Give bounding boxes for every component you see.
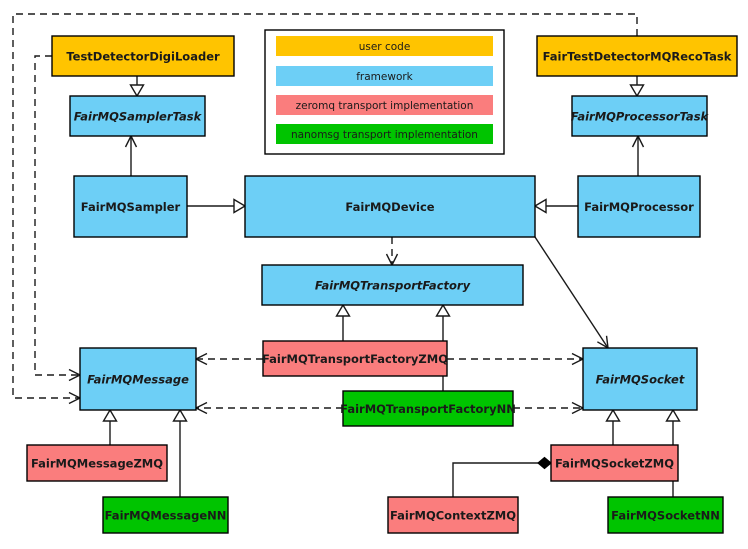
legend-layer: user code framework zeromq transport imple… [264,29,505,155]
class-node-FairMQContextZMQ[interactable]: FairMQContextZMQ [387,496,519,534]
class-node-label: FairMQMessage [87,373,189,387]
edge-tfzmq-message [194,352,263,366]
edge-socketzmq-contextzmq [452,456,552,497]
class-node-label: FairMQTransportFactoryZMQ [262,352,448,366]
class-node-label: FairMQDevice [345,200,434,214]
class-node-FairMQSampler[interactable]: FairMQSampler [73,175,188,238]
class-node-FairMQDevice[interactable]: FairMQDevice [244,175,536,238]
legend-item-label: zeromq transport implementation [296,100,474,112]
class-node-FairTestDetectorMQRecoTask[interactable]: FairTestDetectorMQRecoTask [536,35,738,77]
class-node-FairMQProcessorTask[interactable]: FairMQProcessorTask [571,95,710,137]
edge-digiloader-samplertask [129,76,145,98]
legend-item-2: zeromq transport implementation [276,95,493,115]
legend-item-label: framework [356,71,413,83]
edge-tfnn-socket [513,401,585,415]
class-node-label: FairMQProcessorTask [571,110,710,124]
class-node-label: FairMQMessageNN [105,509,227,523]
class-node-FairMQSocketZMQ[interactable]: FairMQSocketZMQ [550,444,679,482]
nodes-layer: TestDetectorDigiLoader FairTestDetectorMQ… [26,35,738,534]
class-node-label: FairMQMessageZMQ [31,457,163,471]
edge-messagezmq-message [102,408,118,445]
class-node-FairMQTransportFactoryZMQ[interactable]: FairMQTransportFactoryZMQ [262,340,448,377]
legend-item-1: framework [276,66,493,86]
legend-item-3: nanomsg transport implementation [276,124,493,144]
class-node-label: FairMQTransportFactoryNN [340,402,516,416]
legend-item-label: user code [359,41,411,53]
class-node-label: FairMQTransportFactory [315,279,471,293]
class-node-TestDetectorDigiLoader[interactable]: TestDetectorDigiLoader [51,35,235,77]
edge-tfnn-message [194,401,343,415]
class-node-FairMQTransportFactory[interactable]: FairMQTransportFactory [261,264,524,306]
edge-tfzmq-socket [447,352,585,366]
edge-processor-processortask [631,134,645,176]
edge-socketzmq-socket [605,408,621,445]
class-node-label: FairMQSampler [81,200,181,214]
edge-sampler-device [187,198,247,214]
class-node-label: FairMQSamplerTask [74,110,203,124]
class-node-FairMQSocket[interactable]: FairMQSocket [582,347,698,411]
legend-item-label: nanomsg transport implementation [291,129,478,141]
class-node-FairMQMessageNN[interactable]: FairMQMessageNN [102,496,229,534]
edge-recotask-processortask [629,76,645,98]
class-node-label: FairMQProcessor [584,200,694,214]
class-node-label: FairTestDetectorMQRecoTask [543,50,732,64]
class-node-FairMQMessageZMQ[interactable]: FairMQMessageZMQ [26,444,168,482]
edge-device-socket [534,236,609,350]
class-node-label: FairMQSocketNN [611,509,720,523]
edge-device-transportfactory [385,237,399,267]
edge-messagenn-message [172,408,188,497]
class-node-label: TestDetectorDigiLoader [66,50,220,64]
class-node-FairMQProcessor[interactable]: FairMQProcessor [577,175,701,238]
class-node-FairMQMessage[interactable]: FairMQMessage [79,347,197,411]
class-node-label: FairMQSocketZMQ [555,457,674,471]
class-node-FairMQTransportFactoryNN[interactable]: FairMQTransportFactoryNN [340,390,516,427]
class-node-label: FairMQContextZMQ [390,509,516,523]
edge-tfzmq-transportfactory [335,303,351,341]
legend-item-0: user code [276,36,493,56]
edge-sampler-samplertask [124,134,138,176]
class-node-FairMQSocketNN[interactable]: FairMQSocketNN [607,496,724,534]
class-node-FairMQSamplerTask[interactable]: FairMQSamplerTask [69,95,206,137]
edges-layer [12,13,681,497]
class-node-label: FairMQSocket [596,373,685,387]
edge-processor-device [533,198,578,214]
